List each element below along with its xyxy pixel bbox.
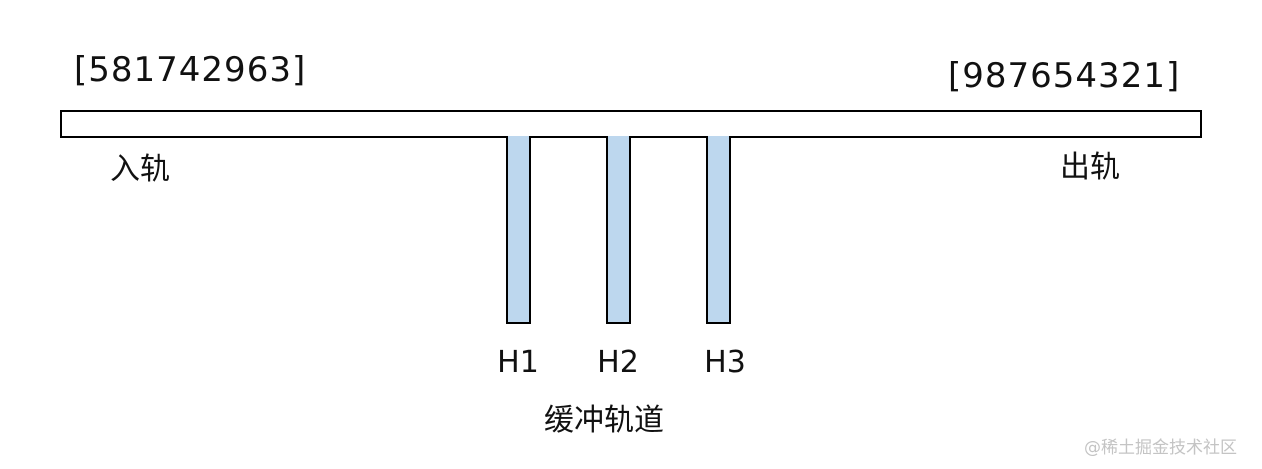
buffer-caption: 缓冲轨道 (544, 403, 664, 438)
input-rail-label: 入轨 (110, 152, 170, 187)
buffer-track-h1 (506, 136, 531, 324)
output-sequence: [987654321] (948, 56, 1181, 96)
buffer-track-h2 (606, 136, 631, 324)
buffer-track-label-h3: H3 (704, 345, 746, 380)
buffer-track-h3 (706, 136, 731, 324)
buffer-track-label-h2: H2 (597, 345, 639, 380)
buffer-track-label-h1: H1 (497, 345, 539, 380)
input-sequence: [581742963] (74, 50, 307, 90)
main-rail (60, 110, 1202, 138)
output-rail-label: 出轨 (1060, 150, 1120, 185)
watermark: @稀土掘金技术社区 (1084, 438, 1237, 458)
